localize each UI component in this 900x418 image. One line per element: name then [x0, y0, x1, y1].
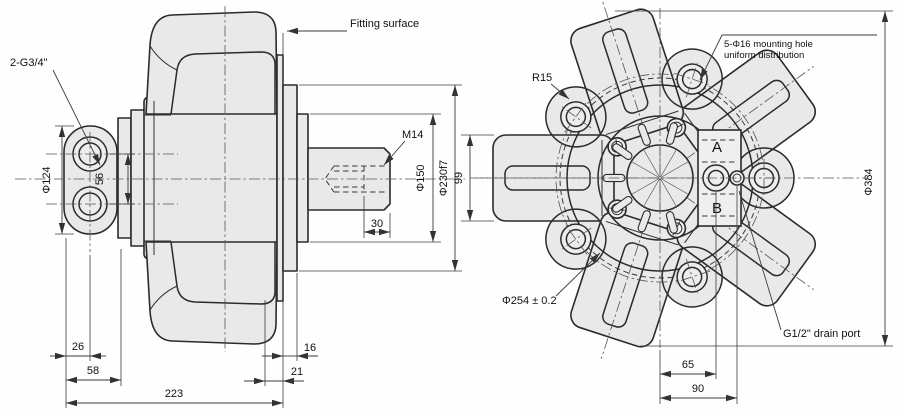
fitting-surface-label: Fitting surface	[350, 18, 419, 30]
dim-58: 58	[87, 365, 99, 377]
dim-phi230f7: Φ230f7	[438, 160, 450, 196]
top-lobe-inner	[170, 51, 276, 115]
port-plate-outer	[117, 117, 132, 239]
dim-phi124: Φ124	[41, 166, 53, 193]
port-a-label: A	[712, 139, 722, 156]
front-view-centerlines	[472, 8, 868, 348]
side-view-dimensions: Φ124 56 Φ150 Φ230f7 30	[41, 33, 462, 408]
spline-slots	[602, 122, 678, 234]
dim-21: 21	[291, 366, 303, 378]
front-view-labels: R15 5-Φ16 mounting hole uniform distribu…	[532, 34, 877, 340]
dim-56: 56	[94, 173, 106, 185]
mounting-note-line1: 5-Φ16 mounting hole	[724, 39, 813, 50]
side-view-labels: Fitting surface 2-G3/4" M14	[10, 18, 423, 166]
pilot-boss	[296, 113, 309, 243]
drain-port-label: G1/2" drain port	[783, 328, 860, 340]
dim-16: 16	[304, 342, 316, 354]
cylinder-top	[570, 0, 685, 148]
mounting-note-line2: uniform distribution	[724, 50, 804, 61]
ports-label: 2-G3/4"	[10, 57, 48, 69]
bottom-lobe-fillet	[149, 285, 178, 311]
dim-phi384: Φ384	[863, 168, 875, 195]
dim-223: 223	[165, 388, 183, 400]
dim-90: 90	[692, 383, 704, 395]
dim-phi150: Φ150	[415, 164, 427, 191]
mounting-flange	[282, 84, 298, 272]
dim-phi254: Φ254 ± 0.2	[502, 295, 557, 307]
m14-label: M14	[402, 129, 423, 141]
front-view-dimensions: 99 Φ384 65 90 Φ254 ± 0.2	[453, 10, 893, 404]
front-view: A B 99 Φ384 65	[453, 0, 893, 404]
bottom-lobe-inner	[170, 241, 276, 305]
dim-30: 30	[371, 218, 383, 230]
bottom-lobe-outer	[145, 241, 278, 345]
dim-99: 99	[453, 172, 465, 184]
port-block-front: A B	[697, 129, 745, 227]
m14-thread-hole	[324, 165, 388, 193]
side-view: Φ124 56 Φ150 Φ230f7 30	[10, 6, 465, 408]
top-lobe-outer	[145, 11, 278, 115]
port-b-label: B	[712, 200, 722, 217]
r15-label: R15	[532, 72, 552, 84]
dim-26: 26	[72, 341, 84, 353]
dim-65: 65	[682, 359, 694, 371]
top-lobe-fillet	[149, 45, 178, 71]
motor-body-side	[143, 96, 278, 260]
fitting-surface-plate	[276, 54, 284, 302]
